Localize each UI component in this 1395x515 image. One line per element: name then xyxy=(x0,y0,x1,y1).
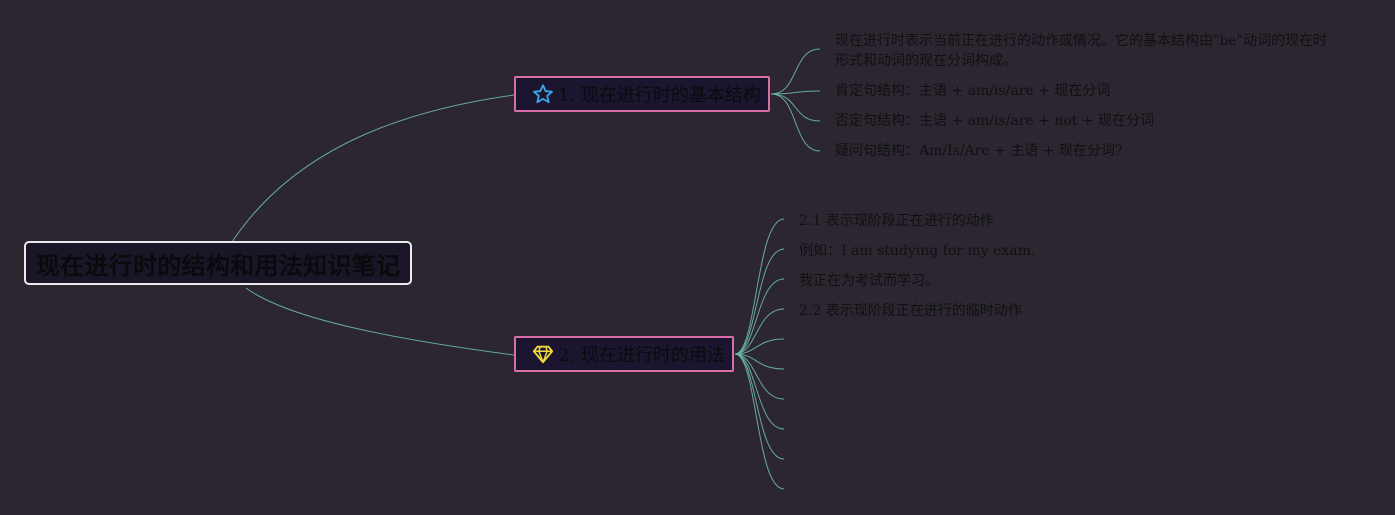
leaf-usage-2-2[interactable]: 2.2 表示现阶段正在进行的临时动作 xyxy=(799,303,1022,319)
connector-branch-2-leaf xyxy=(734,278,785,355)
leaf-usage-2-1[interactable]: 2.1 表示现阶段正在进行的动作 xyxy=(799,213,994,229)
leaf-definition[interactable]: 现在进行时表示当前正在进行的动作或情况。它的基本结构由"be"动词的现在时形式和… xyxy=(835,33,1328,69)
leaf-example[interactable]: 例如：I am studying for my exam. xyxy=(799,243,1036,259)
connector-root-branch-2 xyxy=(245,287,515,356)
connector-root-branch-1 xyxy=(231,94,515,243)
connector-branch-1-leaf xyxy=(770,48,821,95)
connector-branch-2-leaf xyxy=(734,338,785,355)
leaf-translation[interactable]: 我正在为考试而学习。 xyxy=(799,273,939,289)
connector-branch-2-leaf xyxy=(734,353,785,490)
connector-branch-2-leaf xyxy=(734,353,785,370)
connector-branch-1-leaf xyxy=(770,93,821,152)
branch-usage[interactable]: 2. 现在进行时的用法 xyxy=(514,336,734,372)
branch-basic-structure[interactable]: 1. 现在进行时的基本结构 xyxy=(514,76,770,112)
root-topic[interactable]: 现在进行时的结构和用法知识笔记 xyxy=(24,241,412,285)
leaf-affirmative[interactable]: 肯定句结构：主语 + am/is/are + 现在分词 xyxy=(835,83,1111,99)
connector-branch-2-leaf xyxy=(734,308,785,355)
connector-branch-2-leaf xyxy=(734,353,785,400)
branch-label: 1. 现在进行时的基本结构 xyxy=(558,85,761,106)
connector-branch-1-leaf xyxy=(770,93,821,122)
star-icon xyxy=(532,83,554,105)
root-topic-label: 现在进行时的结构和用法知识笔记 xyxy=(35,251,401,280)
leaf-question[interactable]: 疑问句结构：Am/Is/Are + 主语 + 现在分词? xyxy=(835,143,1123,159)
connector-branch-2-leaf xyxy=(734,248,785,355)
connector-branch-2-leaf xyxy=(734,218,785,355)
diamond-icon xyxy=(532,343,554,365)
connector-branch-2-leaf xyxy=(734,353,785,460)
connector-branch-1-leaf xyxy=(770,90,821,95)
branch-label: 2. 现在进行时的用法 xyxy=(558,345,725,366)
connector-branch-2-leaf xyxy=(734,353,785,430)
leaf-negative[interactable]: 否定句结构：主语 + am/is/are + not + 现在分词 xyxy=(835,113,1155,129)
